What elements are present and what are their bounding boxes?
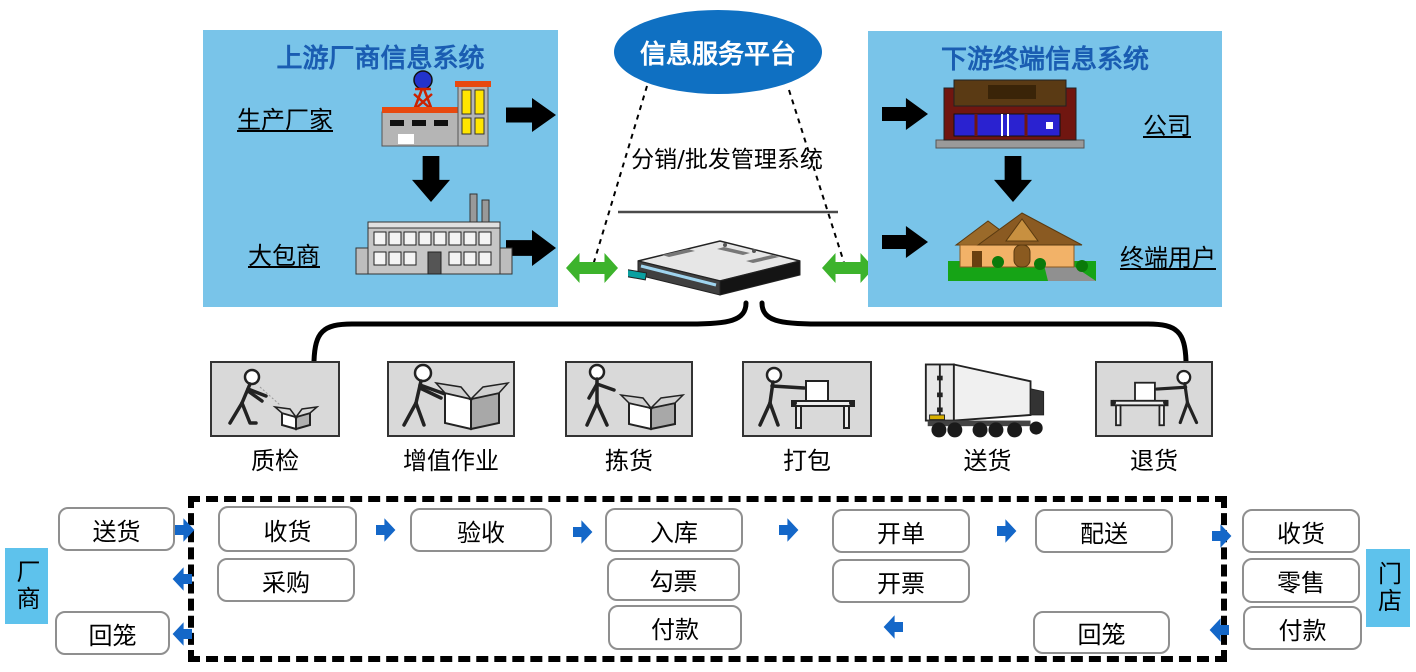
flow-box-shop-payment: 付款: [1243, 606, 1362, 650]
operation-box-packing: [742, 361, 872, 437]
factory-water-tower-icon: [381, 70, 491, 147]
operation-box-picking: [565, 361, 693, 437]
flow-box-receive: 收货: [218, 506, 357, 552]
end-user-label: 终端用户: [1120, 244, 1216, 272]
flow-box-billing: 开单: [832, 509, 970, 553]
operation-label-packing: 打包: [783, 447, 831, 475]
flow-box-accept: 验收: [410, 508, 552, 552]
distribution-system-label: 分销/批发管理系统: [631, 147, 823, 173]
flow-box-stock-in: 入库: [605, 508, 743, 552]
operation-label-quality-check: 质检: [251, 447, 299, 475]
flow-box-shop-receive: 收货: [1242, 509, 1360, 553]
upstream-title: 上游厂商信息系统: [276, 44, 485, 74]
server-icon: [628, 240, 801, 296]
truck-icon: [924, 363, 1045, 438]
server-branch-curve-right: [759, 300, 1189, 364]
green-sync-arrow-left-icon: [566, 253, 618, 283]
flow-box-payment: 付款: [608, 605, 742, 650]
operation-box-quality-check: [210, 361, 340, 437]
flow-box-vendor-return: 回笼: [55, 611, 170, 655]
picking-worker-icon: [585, 363, 686, 431]
flow-box-cash-return: 回笼: [1033, 611, 1170, 654]
producer-label: 生产厂家: [237, 106, 333, 134]
value-add-worker-icon: [402, 363, 510, 431]
flow-box-retail: 零售: [1242, 558, 1360, 603]
downstream-title: 下游终端信息系统: [940, 45, 1149, 75]
operation-label-picking: 拣货: [605, 447, 653, 475]
platform-ellipse: 信息服务平台: [614, 10, 822, 94]
server-branch-curve-left: [311, 300, 749, 364]
wholesaler-label: 大包商: [248, 242, 320, 270]
company-label: 公司: [1143, 112, 1191, 140]
house-icon: [948, 212, 1096, 281]
flow-box-invoice: 开票: [832, 559, 970, 603]
operation-box-returns: [1095, 361, 1213, 437]
return-worker-icon: [1110, 369, 1199, 427]
operation-box-value-added: [387, 361, 515, 437]
vendor-entity: 厂商: [5, 548, 48, 624]
operation-label-returns: 退货: [1130, 447, 1178, 475]
packing-worker-icon: [758, 366, 855, 429]
green-sync-arrow-right-icon: [822, 253, 874, 283]
large-factory-icon: [355, 193, 513, 275]
flow-box-check-ticket: 勾票: [607, 558, 740, 601]
flow-box-vendor-deliver: 送货: [58, 507, 175, 551]
inspect-worker-icon: [228, 368, 320, 431]
operation-label-value-added: 增值作业: [403, 447, 499, 475]
store-icon: [935, 79, 1085, 149]
flow-box-purchase: 采购: [217, 558, 355, 602]
operation-label-delivery: 送货: [963, 447, 1012, 475]
flow-box-delivery: 配送: [1035, 509, 1173, 553]
shop-entity: 门店: [1366, 549, 1410, 627]
